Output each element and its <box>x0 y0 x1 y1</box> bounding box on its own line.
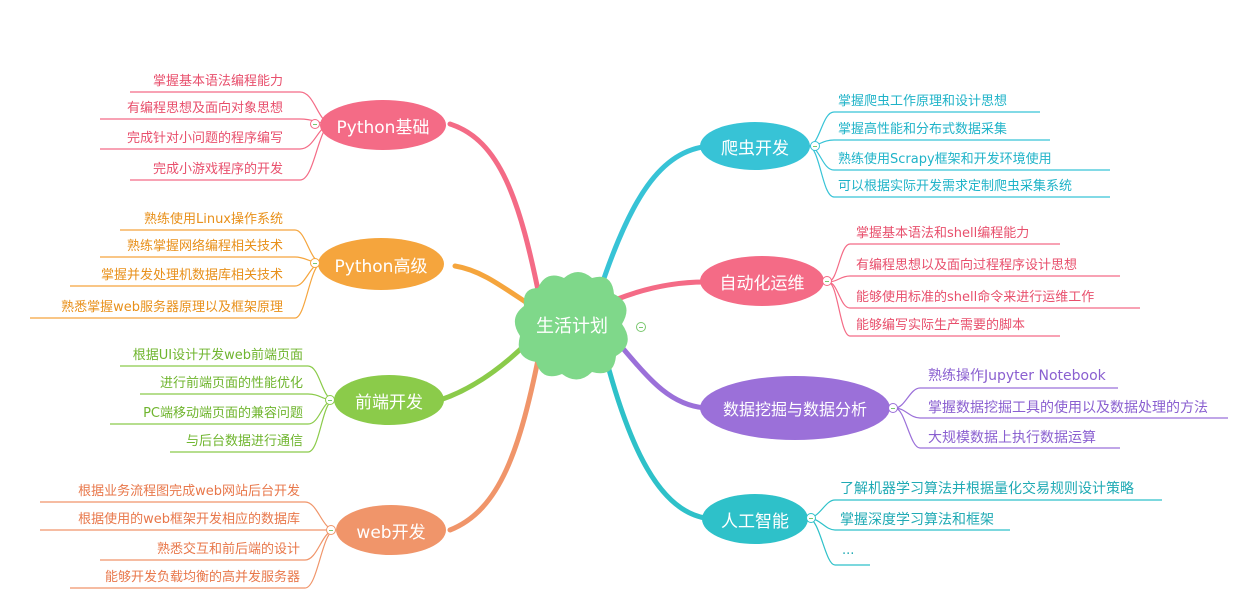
python-basic-item: 掌握基本语法编程能力 <box>152 74 283 89</box>
web-item: 根据使用的web框架开发相应的数据库 <box>78 512 300 527</box>
crawler-item: 掌握爬虫工作原理和设计思想 <box>838 94 1008 109</box>
connector-crawler <box>597 143 713 293</box>
center-label: 生活计划 <box>536 316 608 337</box>
python-adv-item: 熟悉掌握web服务器原理以及框架原理 <box>61 300 283 315</box>
connector-data <box>617 342 708 411</box>
ai-item: ... <box>842 543 855 558</box>
web-item: 根据业务流程图完成web网站后台开发 <box>78 484 300 499</box>
data-collapse-toggle[interactable] <box>888 403 898 413</box>
connector-web <box>447 347 543 533</box>
python-adv-collapse-toggle[interactable] <box>310 258 320 268</box>
crawler-item: 掌握高性能和分布式数据采集 <box>838 122 1008 137</box>
frontend-item: 与后台数据进行通信 <box>185 434 303 449</box>
node-crawler[interactable]: 爬虫开发 <box>700 122 810 170</box>
ops-item: 能够编写实际生产需要的脚本 <box>856 318 1026 333</box>
frontend-collapse-toggle[interactable] <box>325 395 335 405</box>
data-item: 大规模数据上执行数据运算 <box>928 430 1096 446</box>
center-node[interactable] <box>508 266 636 386</box>
node-python-basic[interactable]: Python基础 <box>320 100 446 150</box>
node-data[interactable]: 数据挖掘与数据分析 <box>700 376 890 440</box>
node-web[interactable]: web开发 <box>336 505 446 555</box>
ops-item: 能够使用标准的shell命令来进行运维工作 <box>856 290 1095 305</box>
frontend-item: PC端移动端页面的兼容问题 <box>143 406 303 421</box>
node-frontend[interactable]: 前端开发 <box>334 375 444 425</box>
crawler-item: 可以根据实际开发需求定制爬虫采集系统 <box>838 179 1073 194</box>
node-python-adv[interactable]: Python高级 <box>318 238 444 290</box>
python-adv-item: 掌握并发处理机数据库相关技术 <box>100 268 283 283</box>
python-adv-item: 熟练使用Linux操作系统 <box>143 212 283 227</box>
web-item: 熟悉交互和前后端的设计 <box>156 542 300 557</box>
web-item: 能够开发负载均衡的高并发服务器 <box>104 570 300 585</box>
crawler-collapse-toggle[interactable] <box>810 141 820 151</box>
ops-item: 掌握基本语法和shell编程能力 <box>856 226 1030 241</box>
data-item: 掌握数据挖掘工具的使用以及数据处理的方法 <box>928 400 1208 416</box>
center-cloud-shape <box>514 272 628 380</box>
frontend-item: 根据UI设计开发web前端页面 <box>132 348 303 363</box>
connector-python-basic <box>447 121 543 303</box>
connector-python-adv <box>452 263 533 308</box>
crawler-item: 熟练使用Scrapy框架和开发环境使用 <box>838 152 1052 167</box>
center-collapse-toggle[interactable] <box>636 322 646 332</box>
connector-ops <box>612 279 708 303</box>
node-ops[interactable]: 自动化运维 <box>700 256 824 306</box>
frontend-item: 进行前端页面的性能优化 <box>159 376 303 391</box>
ai-item: 掌握深度学习算法和框架 <box>840 512 994 528</box>
python-basic-item: 有编程思想及面向对象思想 <box>126 101 283 116</box>
web-collapse-toggle[interactable] <box>326 525 336 535</box>
ops-collapse-toggle[interactable] <box>822 276 832 286</box>
ai-collapse-toggle[interactable] <box>806 513 816 523</box>
ai-item: 了解机器学习算法并根据量化交易规则设计策略 <box>840 481 1134 497</box>
node-ai[interactable]: 人工智能 <box>702 494 808 544</box>
python-basic-item: 完成小游戏程序的开发 <box>152 162 283 177</box>
data-item: 熟练操作Jupyter Notebook <box>928 368 1106 384</box>
connector-ai <box>602 352 708 521</box>
python-adv-item: 熟练掌握网络编程相关技术 <box>126 239 283 254</box>
python-basic-item: 完成针对小问题的程序编写 <box>126 131 283 146</box>
ops-item: 有编程思想以及面向过程程序设计思想 <box>856 258 1078 273</box>
python-basic-collapse-toggle[interactable] <box>310 119 320 129</box>
